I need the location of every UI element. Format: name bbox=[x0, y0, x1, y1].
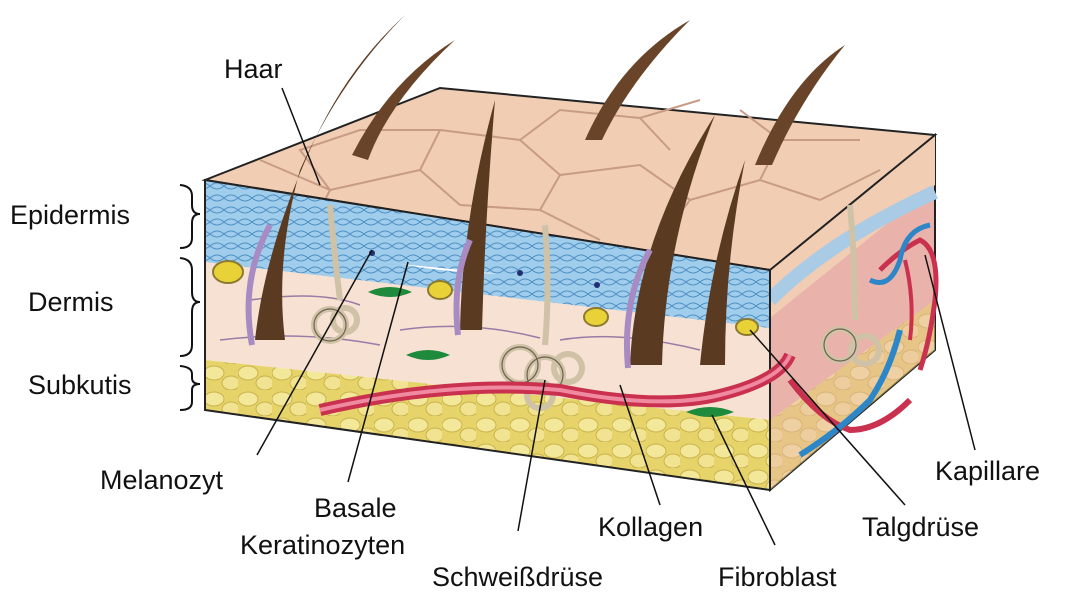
label-basale: Basale bbox=[314, 493, 397, 523]
label-melanozyt: Melanozyt bbox=[100, 465, 223, 495]
label-talgdruese: Talgdrüse bbox=[862, 512, 979, 542]
label-dermis: Dermis bbox=[28, 287, 114, 317]
label-keratinozyten: Keratinozyten bbox=[240, 530, 405, 560]
label-kollagen: Kollagen bbox=[598, 512, 703, 542]
label-haar: Haar bbox=[224, 54, 283, 84]
layer-brackets bbox=[180, 185, 200, 410]
label-fibroblast: Fibroblast bbox=[718, 562, 837, 592]
label-subkutis: Subkutis bbox=[28, 370, 132, 400]
label-kapillare: Kapillare bbox=[935, 456, 1040, 486]
label-schweissdruese: Schweißdrüse bbox=[432, 562, 603, 592]
label-epidermis: Epidermis bbox=[10, 200, 130, 230]
